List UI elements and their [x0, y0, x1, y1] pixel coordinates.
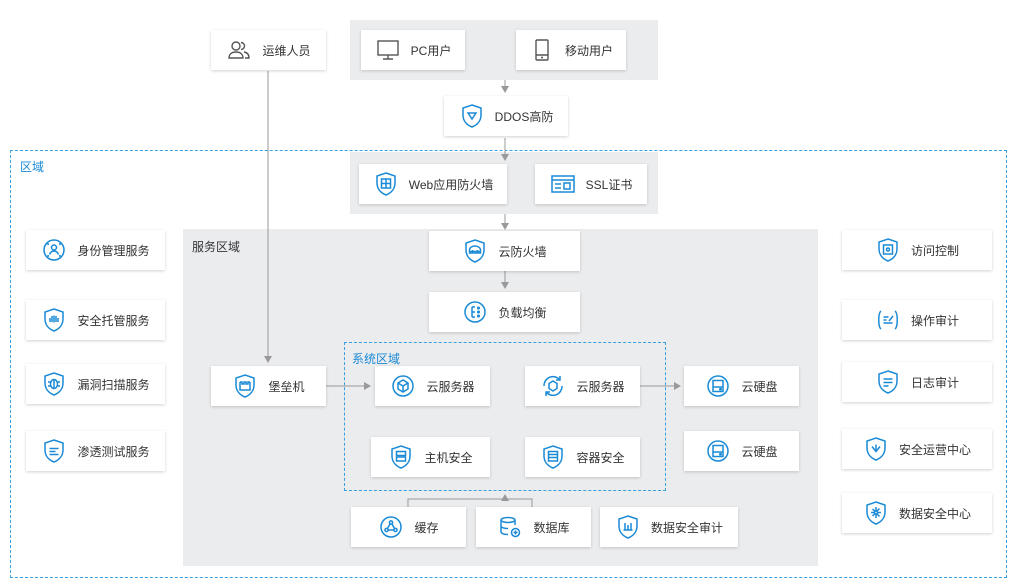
cloud-firewall-node[interactable]: 云防火墙: [429, 231, 580, 271]
waf-node[interactable]: Web应用防火墙: [359, 164, 507, 204]
access-control-node[interactable]: 访问控制: [842, 230, 992, 270]
operation-audit-node[interactable]: 操作审计: [842, 300, 992, 340]
db-audit-icon: [615, 514, 641, 540]
load-balancer-node[interactable]: 负载均衡: [429, 292, 580, 332]
load-balancer-icon: [462, 299, 488, 325]
cloud-disk-label-2: 云硬盘: [741, 444, 778, 459]
cloud-server-label-1: 云服务器: [426, 379, 475, 394]
security-hosting-node[interactable]: 安全托管服务: [26, 300, 165, 340]
soc-label: 安全运营中心: [898, 442, 971, 457]
log-audit-label: 日志审计: [910, 375, 959, 390]
disk-icon: [705, 373, 731, 399]
pc-user-node[interactable]: PC用户: [361, 30, 465, 70]
waf-label: Web应用防火墙: [408, 177, 494, 192]
host-security-icon: [388, 444, 414, 470]
vuln-scan-label: 漏洞扫描服务: [77, 377, 150, 392]
container-security-label: 容器安全: [576, 450, 625, 465]
database-label: 数据库: [533, 520, 570, 535]
cloud-server-sync-icon: [540, 373, 566, 399]
operation-audit-label: 操作审计: [910, 313, 959, 328]
host-security-label: 主机安全: [424, 450, 473, 465]
ddos-label: DDOS高防: [494, 109, 554, 124]
data-security-icon: [863, 500, 889, 526]
access-control-icon: [875, 237, 901, 263]
bastion-label: 堡垒机: [268, 379, 305, 394]
mobile-phone-icon: [529, 37, 555, 63]
soc-icon: [863, 436, 889, 462]
data-security-center-label: 数据安全中心: [898, 506, 971, 521]
cloud-disk-label-1: 云硬盘: [741, 379, 778, 394]
region-zone: [10, 150, 1007, 578]
identity-icon: [41, 237, 67, 263]
bastion-node[interactable]: 堡垒机: [211, 366, 326, 406]
ddos-shield-icon: [459, 103, 485, 129]
cloud-server-node-2[interactable]: 云服务器: [525, 366, 640, 406]
ddos-node[interactable]: DDOS高防: [444, 96, 568, 136]
pentest-icon: [41, 438, 67, 464]
ssl-label: SSL证书: [585, 177, 633, 192]
container-security-icon: [540, 444, 566, 470]
system-zone-label: 系统区域: [352, 352, 401, 366]
security-hosting-label: 安全托管服务: [77, 313, 150, 328]
ops-staff-node[interactable]: 运维人员: [211, 30, 326, 70]
cloud-server-label-2: 云服务器: [576, 379, 625, 394]
container-security-node[interactable]: 容器安全: [525, 437, 640, 477]
cache-icon: [378, 514, 404, 540]
ssl-node[interactable]: SSL证书: [535, 164, 647, 204]
database-node[interactable]: 数据库: [476, 507, 591, 547]
ops-staff-label: 运维人员: [262, 43, 311, 58]
cloud-firewall-label: 云防火墙: [498, 244, 547, 259]
host-security-node[interactable]: 主机安全: [371, 437, 490, 477]
waf-shield-icon: [373, 171, 399, 197]
mobile-user-node[interactable]: 移动用户: [516, 30, 626, 70]
vuln-scan-icon: [41, 371, 67, 397]
cache-node[interactable]: 缓存: [351, 507, 466, 547]
bastion-icon: [232, 373, 258, 399]
certificate-icon: [550, 171, 576, 197]
cache-label: 缓存: [414, 520, 439, 535]
db-audit-label: 数据安全审计: [650, 520, 723, 535]
system-zone: [344, 342, 666, 491]
operation-audit-icon: [875, 307, 901, 333]
disk-icon: [705, 438, 731, 464]
pentest-node[interactable]: 渗透测试服务: [26, 431, 165, 471]
cloud-server-icon: [390, 373, 416, 399]
cloud-server-node-1[interactable]: 云服务器: [375, 366, 490, 406]
soc-node[interactable]: 安全运营中心: [842, 429, 992, 469]
database-icon: [497, 514, 523, 540]
cloud-disk-node-2[interactable]: 云硬盘: [684, 431, 799, 471]
cloud-disk-node-1[interactable]: 云硬盘: [684, 366, 799, 406]
region-zone-label: 区域: [20, 160, 45, 174]
users-icon: [226, 37, 252, 63]
load-balancer-label: 负载均衡: [498, 305, 547, 320]
service-zone-label: 服务区域: [192, 240, 241, 254]
pentest-label: 渗透测试服务: [77, 444, 150, 459]
vuln-scan-node[interactable]: 漏洞扫描服务: [26, 364, 165, 404]
identity-mgmt-node[interactable]: 身份管理服务: [26, 230, 165, 270]
db-audit-node[interactable]: 数据安全审计: [600, 507, 738, 547]
log-audit-node[interactable]: 日志审计: [842, 362, 992, 402]
access-control-label: 访问控制: [910, 243, 959, 258]
data-security-center-node[interactable]: 数据安全中心: [842, 493, 992, 533]
mobile-user-label: 移动用户: [564, 43, 613, 58]
log-audit-icon: [875, 369, 901, 395]
monitor-icon: [375, 37, 401, 63]
identity-mgmt-label: 身份管理服务: [77, 243, 150, 258]
security-hosting-icon: [41, 307, 67, 333]
pc-user-label: PC用户: [410, 43, 452, 58]
firewall-icon: [462, 238, 488, 264]
